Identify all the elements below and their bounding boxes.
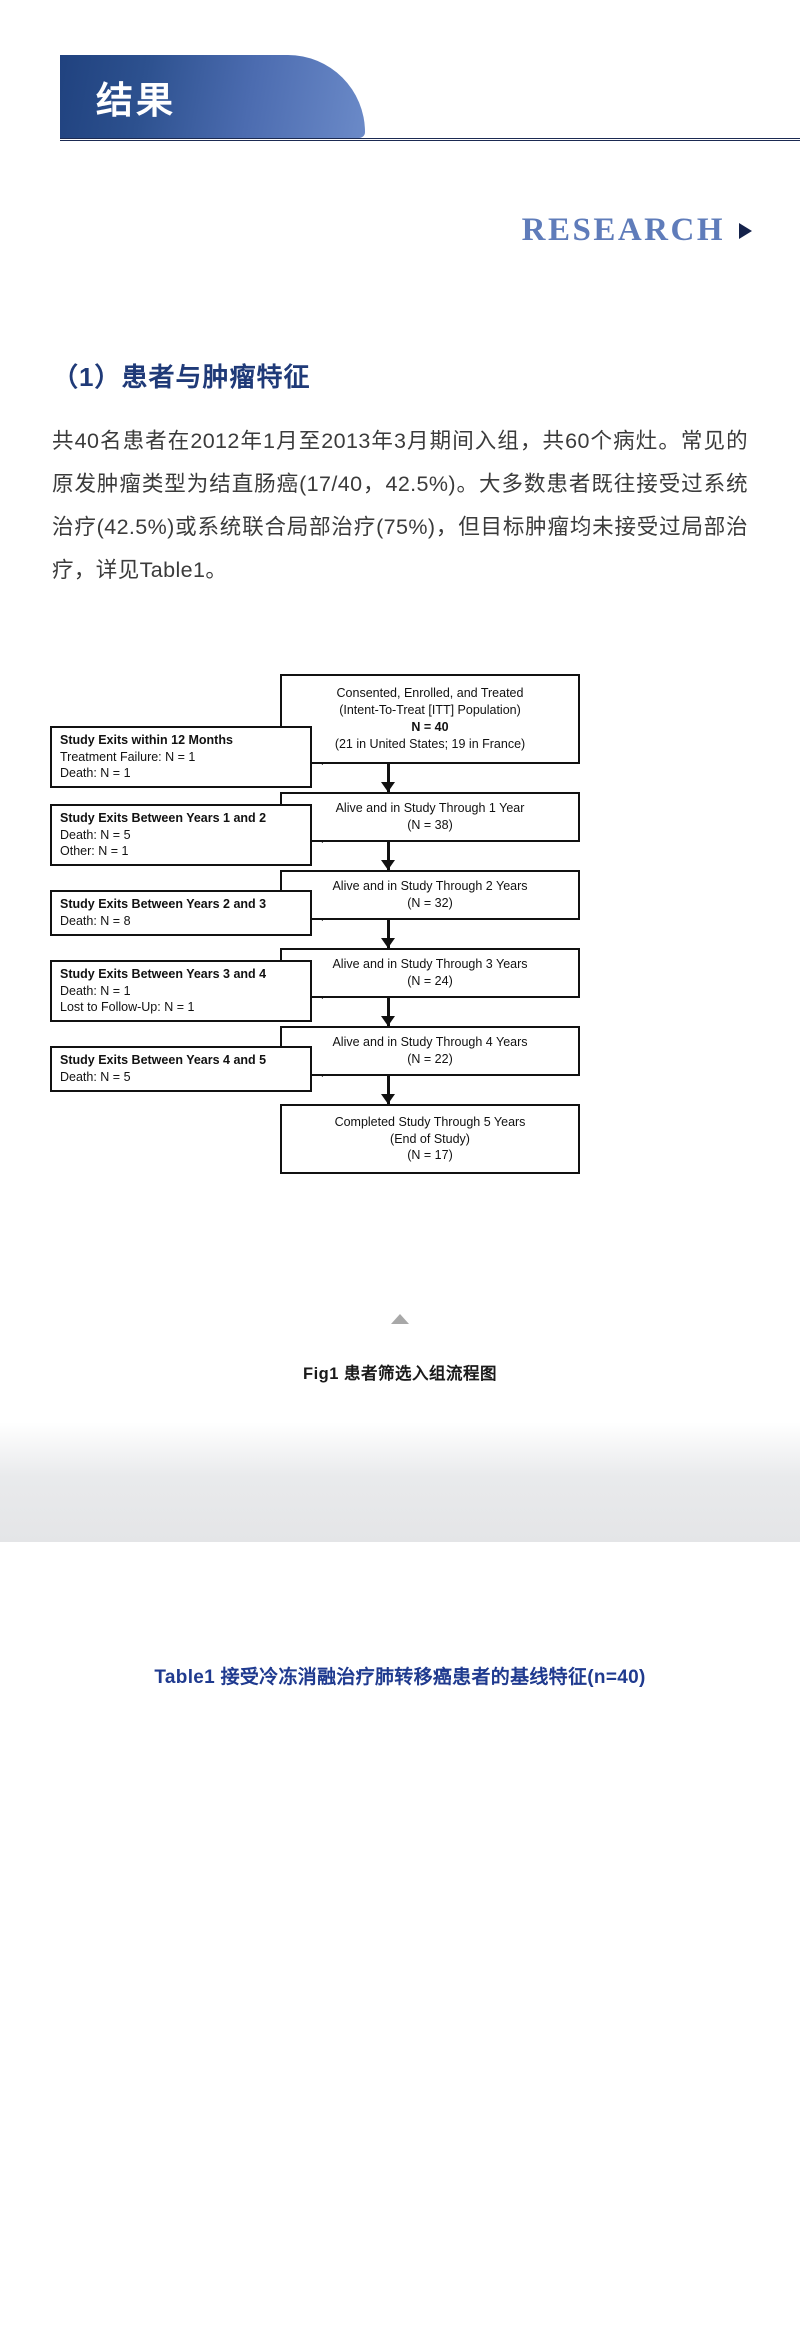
research-label: RESEARCH <box>521 212 725 248</box>
flow-node-line: (21 in United States; 19 in France) <box>334 736 526 751</box>
flow-arrow-down <box>381 860 395 870</box>
flow-exit-item: Treatment Failure: N = 1 <box>60 749 196 764</box>
flow-exit-years-2-3: Study Exits Between Years 2 and 3 Death:… <box>50 890 312 936</box>
flow-node-year4: Alive and in Study Through 4 Years (N = … <box>280 1026 580 1076</box>
section-paragraph: 共40名患者在2012年1月至2013年3月期间入组，共60个病灶。常见的原发肿… <box>52 429 748 582</box>
triangle-right-icon <box>739 222 752 239</box>
section-banner: 结果 <box>60 55 365 138</box>
banner-title: 结果 <box>96 80 176 122</box>
flow-node-line: Alive and in Study Through 3 Years <box>332 957 528 972</box>
flow-exit-item: Death: N = 1 <box>60 766 131 781</box>
flow-node-line: (N = 38) <box>407 818 453 832</box>
flow-exit-item: Death: N = 1 <box>60 983 131 998</box>
flow-exit-item: Death: N = 5 <box>60 827 131 842</box>
flow-node-line: (Intent-To-Treat [ITT] Population) <box>339 703 521 718</box>
flow-exit-title: Study Exits within 12 Months <box>60 732 233 747</box>
flow-exit-item: Death: N = 5 <box>60 1070 131 1084</box>
flow-arrow-down <box>381 782 395 792</box>
flow-node-line: (N = 17) <box>407 1148 453 1163</box>
flow-arrow-down <box>381 1094 395 1104</box>
flow-exit-item: Death: N = 8 <box>60 914 131 928</box>
flow-node-line: Alive and in Study Through 4 Years <box>332 1035 528 1050</box>
flow-node-line: Completed Study Through 5 Years <box>334 1114 526 1129</box>
flow-exit-item: Other: N = 1 <box>60 844 129 859</box>
flow-exit-title: Study Exits Between Years 2 and 3 <box>60 897 267 912</box>
flow-node-line: Consented, Enrolled, and Treated <box>336 686 524 701</box>
flow-node-line: (End of Study) <box>390 1131 470 1146</box>
flow-node-line: N = 40 <box>411 720 449 734</box>
flow-node-enrolled: Consented, Enrolled, and Treated (Intent… <box>280 674 580 764</box>
flow-exit-item: Lost to Follow-Up: N = 1 <box>60 1000 195 1015</box>
flow-node-year3: Alive and in Study Through 3 Years (N = … <box>280 948 580 998</box>
research-label-row: RESEARCH <box>0 212 800 249</box>
flow-node-year2: Alive and in Study Through 2 Years (N = … <box>280 870 580 920</box>
flow-node-line: (N = 24) <box>407 974 453 988</box>
flow-exit-years-3-4: Study Exits Between Years 3 and 4 Death:… <box>50 960 312 1022</box>
figure-caption: Fig1 患者筛选入组流程图 <box>302 1365 497 1383</box>
flow-node-year5: Completed Study Through 5 Years (End of … <box>280 1104 580 1174</box>
table-caption: Table1 接受冷冻消融治疗肺转移癌患者的基线特征(n=40) <box>154 1667 646 1688</box>
flow-node-year1: Alive and in Study Through 1 Year (N = 3… <box>280 792 580 842</box>
flow-arrow-down <box>381 1016 395 1026</box>
flow-arrow-down <box>381 938 395 948</box>
content-gradient-band <box>0 1422 800 1542</box>
flow-exit-title: Study Exits Between Years 4 and 5 <box>60 1053 267 1068</box>
flow-node-line: Alive and in Study Through 1 Year <box>335 801 525 816</box>
triangle-up-icon <box>391 1314 409 1324</box>
flow-connector <box>387 998 390 1026</box>
flow-connector <box>387 920 390 948</box>
patient-flow-diagram: Consented, Enrolled, and Treated (Intent… <box>50 654 750 1274</box>
flow-node-line: Alive and in Study Through 2 Years <box>332 879 528 894</box>
section-heading: （1）患者与肿瘤特征 <box>52 362 311 392</box>
flow-exit-years-4-5: Study Exits Between Years 4 and 5 Death:… <box>50 1046 312 1092</box>
flow-connector <box>387 1076 390 1104</box>
page-header: 结果 <box>0 55 800 150</box>
flow-exit-title: Study Exits Between Years 1 and 2 <box>60 810 267 825</box>
flow-exit-12-months: Study Exits within 12 Months Treatment F… <box>50 726 312 788</box>
flow-connector <box>387 764 390 792</box>
header-divider <box>60 138 800 141</box>
flow-exit-title: Study Exits Between Years 3 and 4 <box>60 966 267 981</box>
flow-exit-years-1-2: Study Exits Between Years 1 and 2 Death:… <box>50 804 312 866</box>
flow-node-line: (N = 32) <box>407 896 453 910</box>
flow-connector <box>387 842 390 870</box>
flow-node-line: (N = 22) <box>407 1052 453 1066</box>
